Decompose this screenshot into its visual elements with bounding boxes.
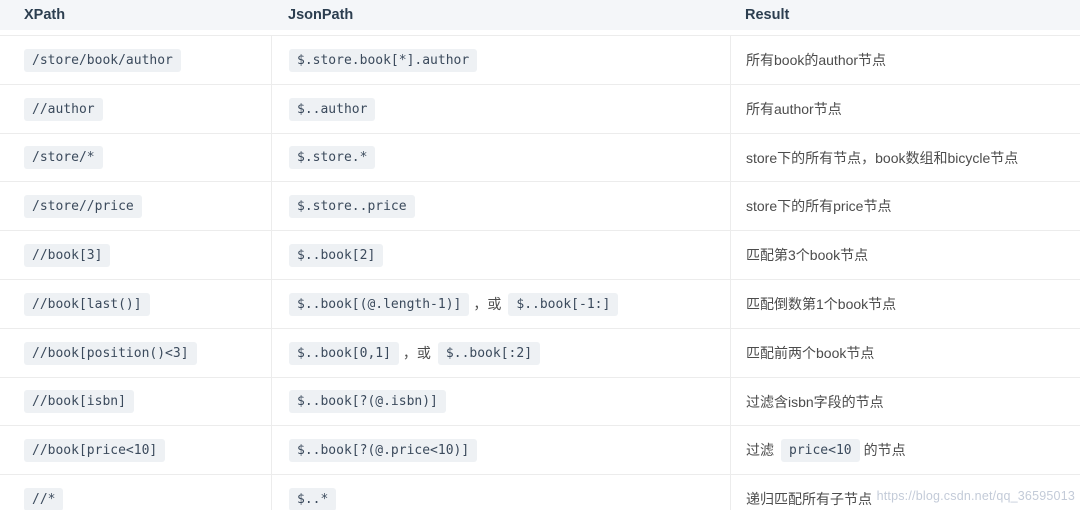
- result-cell: 所有book的author节点: [730, 35, 1080, 84]
- code-snippet: //*: [24, 487, 64, 510]
- code-snippet: /store//price: [24, 195, 142, 219]
- code-snippet: /store/book/author: [24, 48, 181, 72]
- xpath-cell: //book[price<10]: [0, 425, 271, 474]
- code-snippet: //book[price<10]: [24, 439, 166, 463]
- code-snippet: $..book[0,1]: [289, 341, 399, 365]
- text-segment: 过滤含isbn字段的节点: [746, 393, 884, 410]
- code-snippet: /store/*: [24, 146, 103, 170]
- code-snippet: $.store..price: [289, 195, 415, 219]
- table-row: /store/* $.store.* store下的所有节点，book数组和bicy…: [0, 132, 1080, 182]
- result-cell: 过滤含isbn字段的节点: [730, 376, 1080, 426]
- xpath-cell: //book[last()]: [0, 278, 271, 328]
- jsonpath-cell: $..book[2]: [271, 230, 730, 279]
- jsonpath-cell: $..book[(@.length-1)]，或 $..book[-1:]: [271, 278, 730, 328]
- text-segment: 所有book的author节点: [746, 51, 887, 68]
- jsonpath-cell: $.store.*: [271, 132, 730, 182]
- code-snippet: $..book[-1:]: [508, 292, 619, 316]
- text-segment: 递归匹配所有子节点: [746, 490, 872, 507]
- text-segment: 所有author节点: [746, 100, 842, 117]
- code-snippet: //book[isbn]: [24, 390, 134, 414]
- text-segment: 匹配前两个book节点: [746, 344, 875, 361]
- text-segment: 的节点: [863, 442, 906, 459]
- xpath-cell: /store/*: [0, 132, 271, 182]
- table-row: /store/book/author $.store.book[*].author…: [0, 35, 1080, 84]
- code-snippet: $..author: [289, 97, 376, 121]
- column-header-result: Result: [730, 0, 1080, 35]
- text-segment: ，或: [402, 344, 431, 361]
- xpath-cell: //book[isbn]: [0, 376, 271, 426]
- column-header-xpath: XPath: [0, 0, 271, 35]
- column-header-jsonpath: JsonPath: [271, 0, 730, 35]
- text-segment: store下的所有price节点: [746, 198, 892, 215]
- table-row: //* $..* 递归匹配所有子节点: [0, 474, 1080, 510]
- jsonpath-cell: $..*: [271, 474, 730, 510]
- jsonpath-cell: $..author: [271, 83, 730, 133]
- result-cell: 递归匹配所有子节点: [730, 474, 1080, 510]
- table-header: XPath JsonPath Result: [0, 0, 1080, 35]
- code-snippet: $..book[:2]: [437, 341, 541, 365]
- code-snippet: $..book[?(@.isbn)]: [289, 390, 446, 414]
- code-snippet: $..*: [289, 487, 337, 510]
- jsonpath-cell: $..book[?(@.isbn)]: [271, 376, 730, 426]
- text-segment: ，或: [473, 295, 502, 312]
- xpath-cell: /store/book/author: [0, 35, 271, 84]
- text-segment: 匹配第3个book节点: [746, 246, 869, 263]
- table-body: /store/book/author $.store.book[*].author…: [0, 35, 1080, 510]
- result-cell: 匹配倒数第1个book节点: [730, 278, 1080, 328]
- text-segment: 匹配倒数第1个book节点: [746, 295, 897, 312]
- table-row: //book[position()<3]$..book[0,1]，或$..boo…: [0, 327, 1080, 377]
- code-snippet: //book[3]: [24, 243, 111, 267]
- result-cell: store下的所有price节点: [730, 181, 1080, 231]
- code-snippet: //author: [24, 97, 103, 121]
- xpath-cell: //book[3]: [0, 230, 271, 279]
- jsonpath-cell: $..book[?(@.price<10)]: [271, 425, 730, 475]
- result-cell: 匹配前两个book节点: [730, 327, 1080, 377]
- result-cell: 匹配第3个book节点: [730, 230, 1080, 279]
- table-row: //book[last()]$..book[(@.length-1)]，或$..…: [0, 278, 1080, 328]
- text-segment: store下的所有节点，book数组和bicycle节点: [746, 149, 1019, 166]
- code-snippet: $.store.*: [289, 146, 376, 170]
- code-snippet: $..book[?(@.price<10)]: [289, 439, 478, 463]
- xpath-cell: //book[position()<3]: [0, 327, 271, 377]
- jsonpath-cell: $..book[0,1]，或 $..book[:2]: [271, 327, 730, 377]
- code-snippet: $..book[2]: [289, 243, 384, 267]
- xpath-cell: /store//price: [0, 181, 271, 230]
- table-row: //book[3] $..book[2] 匹配第3个book节点: [0, 230, 1080, 279]
- jsonpath-cell: $.store.book[*].author: [271, 35, 730, 84]
- code-snippet: $.store.book[*].author: [289, 48, 478, 72]
- jsonpath-cell: $.store..price: [271, 181, 730, 231]
- table-row: /store//price $.store..price store下的所有pric…: [0, 181, 1080, 231]
- result-cell: 所有author节点: [730, 83, 1080, 133]
- table-row: //book[price<10] $..book[?(@.price<10)] 过滤…: [0, 425, 1080, 475]
- code-snippet: price<10: [781, 439, 860, 463]
- xpath-cell: //*: [0, 474, 271, 510]
- xpath-cell: //author: [0, 83, 271, 133]
- table-row: //author $..author 所有author节点: [0, 83, 1080, 133]
- code-snippet: //book[last()]: [24, 292, 150, 316]
- code-snippet: $..book[(@.length-1)]: [289, 292, 470, 316]
- table-row: //book[isbn] $..book[?(@.isbn)] 过滤含isbn字段的…: [0, 376, 1080, 426]
- code-snippet: //book[position()<3]: [24, 341, 197, 365]
- result-cell: store下的所有节点，book数组和bicycle节点: [730, 132, 1080, 182]
- text-segment: 过滤: [746, 442, 774, 459]
